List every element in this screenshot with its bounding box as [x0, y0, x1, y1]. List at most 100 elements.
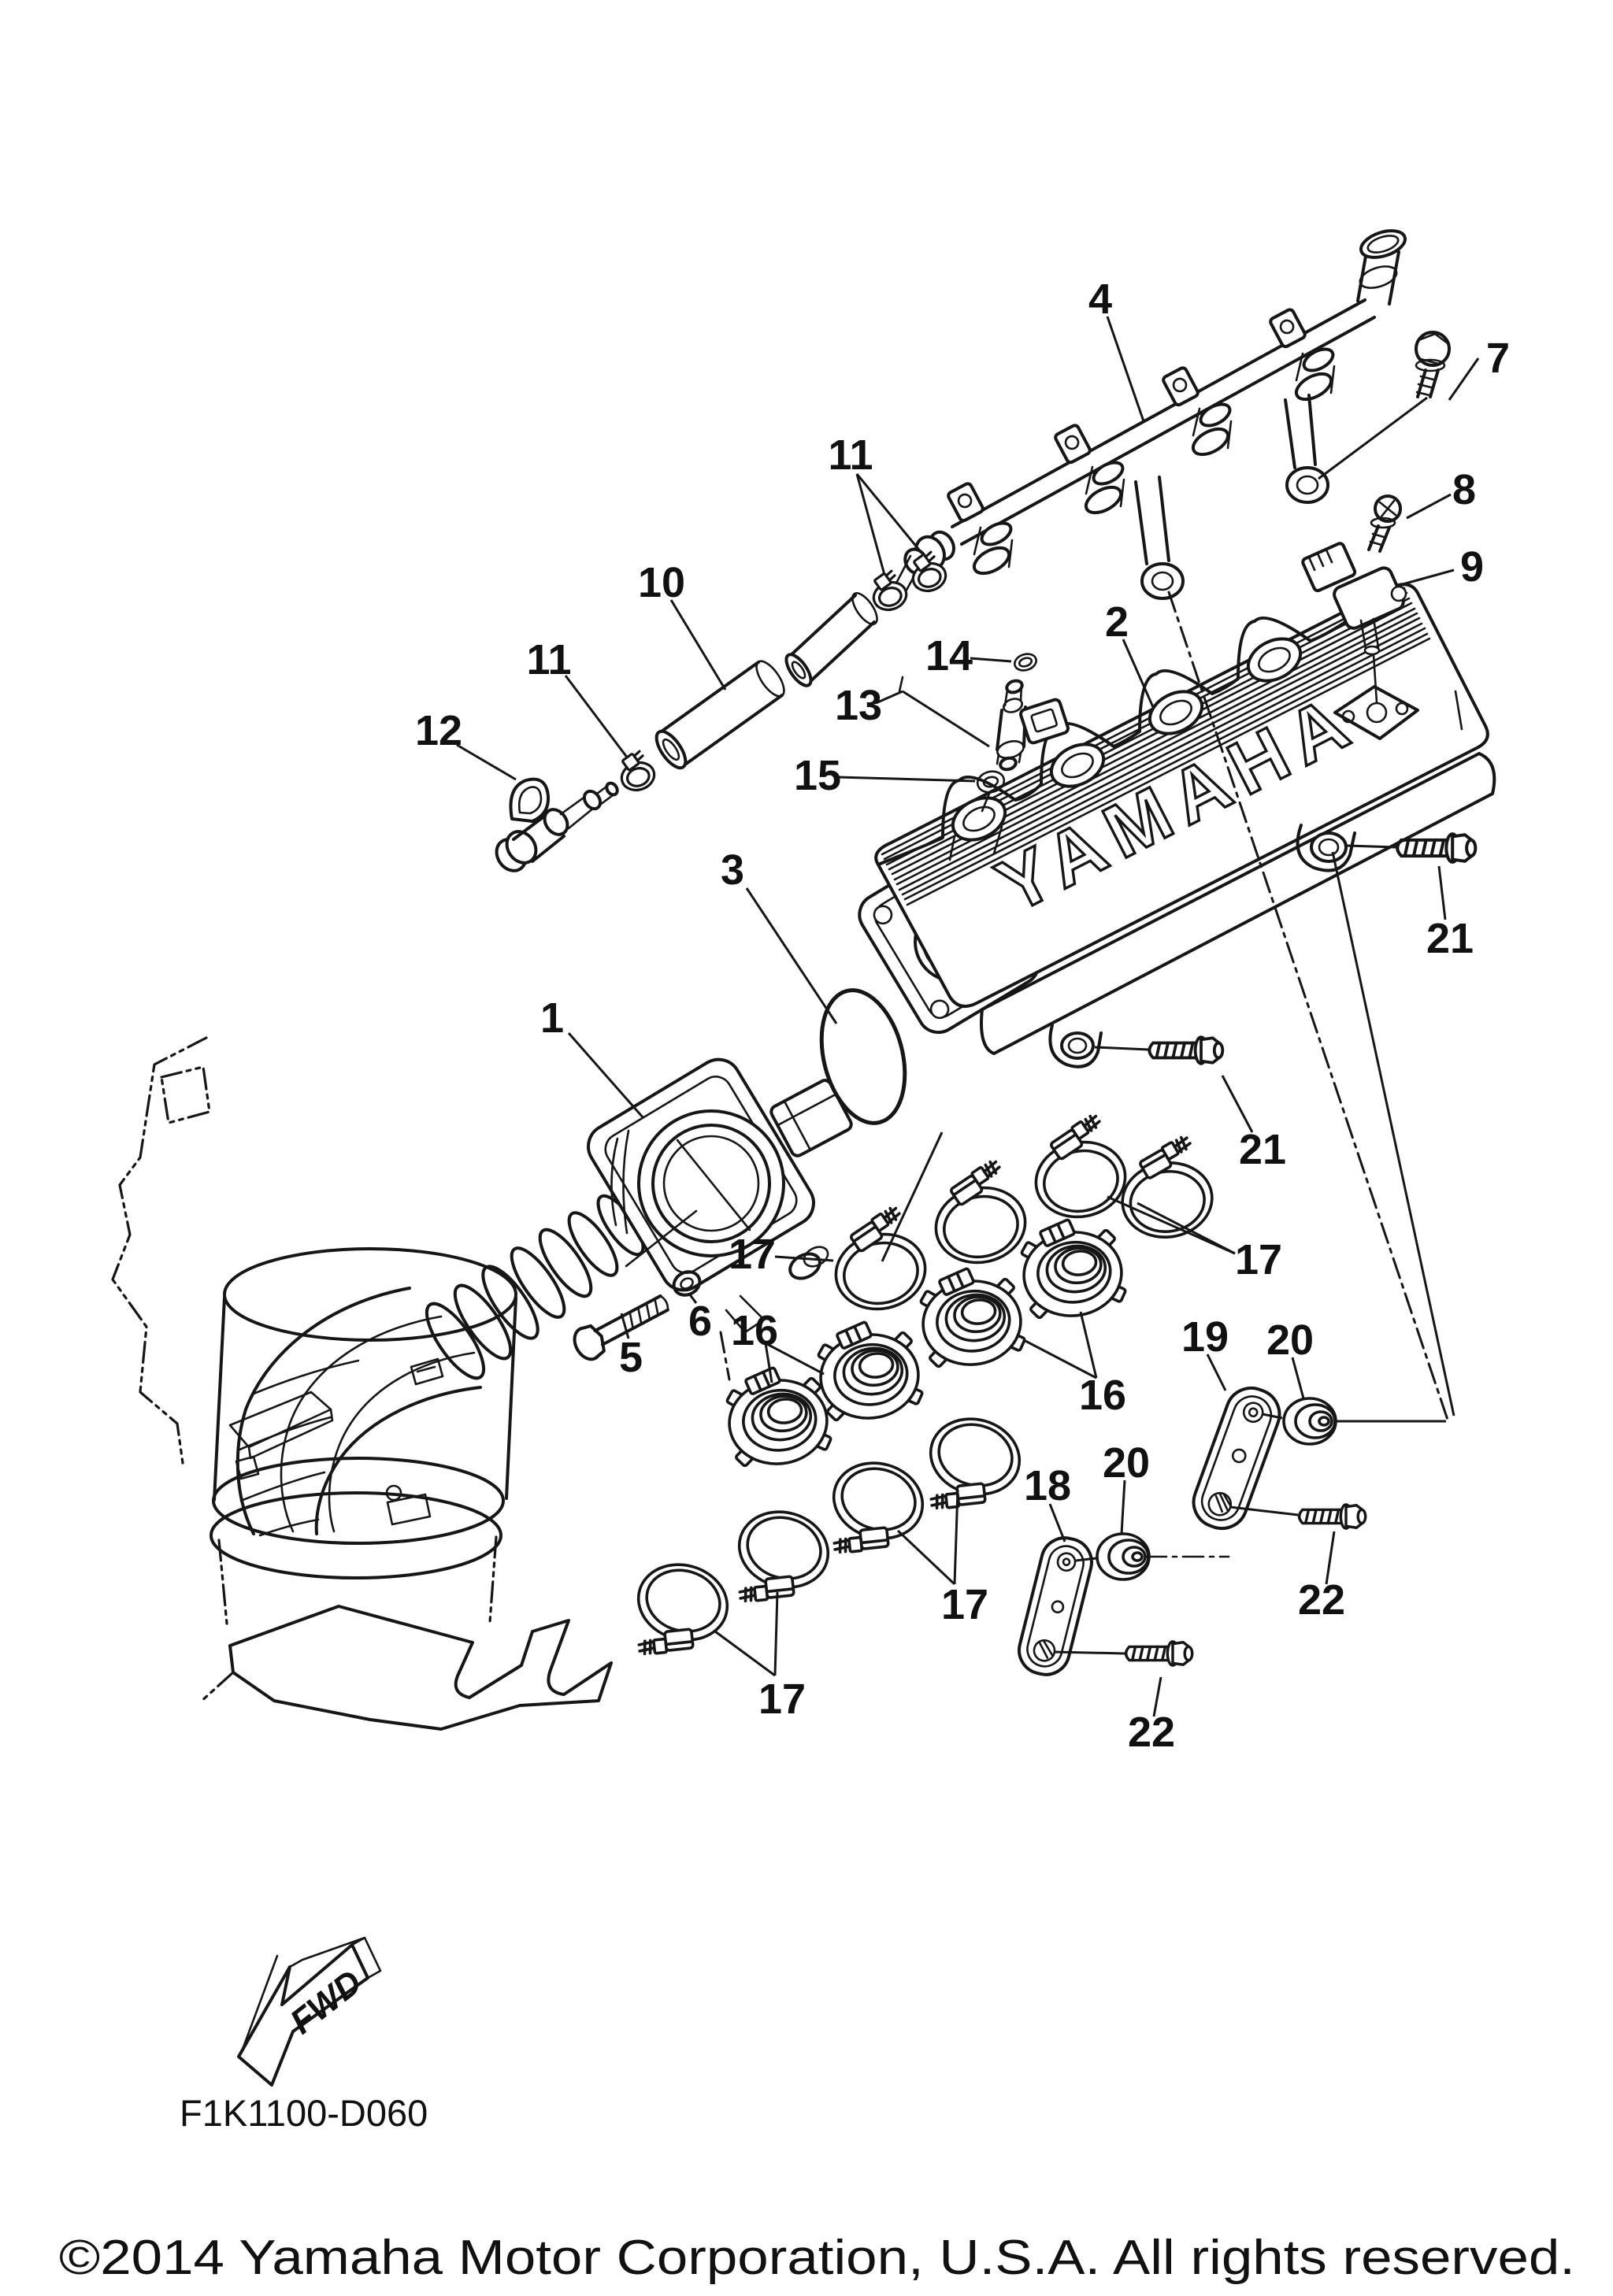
leader-line	[745, 887, 838, 1024]
callout-label: 18	[1024, 1462, 1071, 1509]
callout-18: 18	[1024, 1462, 1071, 1542]
injector-12	[495, 777, 619, 872]
bolt-5	[573, 1294, 669, 1361]
leader-line	[902, 690, 990, 748]
callout-label: 17	[729, 1231, 776, 1278]
callout-label: 8	[1452, 466, 1476, 513]
callout-8: 8	[1406, 466, 1476, 520]
callout-19: 19	[1181, 1313, 1229, 1391]
o-ring-15	[976, 770, 1006, 813]
runner-ports	[877, 591, 1388, 866]
callout-7: 7	[1448, 335, 1510, 401]
sensor-flange	[1333, 685, 1419, 740]
callout-label: 9	[1460, 543, 1484, 591]
leader-line	[688, 1293, 698, 1304]
o-ring-14	[1014, 653, 1037, 672]
callout-6: 6	[688, 1293, 712, 1345]
leader-line	[1152, 1676, 1162, 1717]
leader-line	[669, 599, 727, 691]
leader-line	[837, 776, 976, 783]
callout-22: 22	[1298, 1531, 1345, 1624]
leader-line	[1120, 1479, 1126, 1535]
callout-label: 12	[415, 707, 462, 754]
callout-label: 16	[731, 1307, 778, 1354]
bellows-rings	[425, 1194, 645, 1380]
stay-19	[1192, 1386, 1281, 1531]
callout-16: 16	[1023, 1311, 1126, 1419]
stay-18	[1018, 1536, 1093, 1676]
callout-label: 22	[1298, 1576, 1345, 1624]
callout-label: 7	[1486, 335, 1510, 382]
leader-line	[765, 1342, 825, 1376]
callout-12: 12	[415, 707, 517, 781]
callout-17: 17	[714, 1591, 806, 1723]
leader-line	[1291, 1357, 1305, 1399]
leader-line	[1023, 1339, 1097, 1379]
leader-line	[1107, 1195, 1236, 1255]
callout-11: 11	[526, 636, 629, 759]
air-duct	[235, 1194, 645, 1537]
rail-inlet	[1356, 229, 1407, 306]
copyright-text: ©2014 Yamaha Motor Corporation, U.S.A. A…	[59, 2231, 1575, 2285]
leader-line	[564, 675, 629, 759]
callout-1: 1	[540, 994, 645, 1119]
leader-line	[1406, 493, 1452, 520]
callout-label: 20	[1266, 1316, 1314, 1364]
leader-line	[970, 657, 1012, 663]
callout-label: 13	[835, 682, 882, 729]
callout-17: 17	[729, 1231, 834, 1278]
fwd-marker: FWD	[237, 1936, 382, 2087]
callout-label: 14	[925, 632, 973, 680]
leader-line	[1437, 865, 1447, 920]
callout-3: 3	[721, 846, 838, 1024]
leader-line	[1079, 1311, 1098, 1379]
callout-label: 17	[758, 1676, 806, 1723]
callout-label: 21	[1239, 1126, 1286, 1173]
callout-22: 22	[1128, 1676, 1175, 1756]
callout-label: 10	[638, 559, 685, 606]
bolt-7	[1415, 331, 1451, 398]
leader-line	[774, 1255, 834, 1262]
throttle-body	[587, 1057, 853, 1381]
callout-label: 17	[1235, 1236, 1282, 1283]
callout-15: 15	[794, 752, 976, 799]
callout-21: 21	[1221, 1075, 1286, 1173]
callout-label: 22	[1128, 1709, 1175, 1756]
callout-label: 5	[619, 1334, 643, 1381]
callout-label: 16	[1079, 1372, 1126, 1419]
callout-2: 2	[1105, 598, 1155, 708]
leader-line	[1206, 1354, 1227, 1391]
leader-line	[1325, 1531, 1336, 1585]
intake-joints-16	[721, 1213, 1130, 1471]
fuel-hose-10	[654, 592, 878, 770]
callout-label: 11	[526, 636, 571, 683]
engine-block	[111, 1036, 613, 1731]
leader-line	[1122, 639, 1155, 708]
callout-20: 20	[1103, 1439, 1150, 1535]
callout-label: 19	[1181, 1313, 1229, 1361]
injector-13	[898, 676, 1070, 772]
leader-line	[953, 1489, 959, 1585]
leader-line	[855, 473, 886, 576]
rail-brackets	[1134, 394, 1329, 600]
screw-8	[1367, 494, 1402, 553]
drawing-code-text: F1K1100-D060	[180, 2092, 428, 2134]
fuel-rail	[885, 229, 1407, 608]
leader-line	[1048, 1503, 1066, 1542]
leader-line	[567, 1032, 645, 1119]
callout-17: 17	[896, 1489, 988, 1628]
rail-tabs	[947, 308, 1307, 523]
callout-14: 14	[925, 632, 1012, 680]
callout-label: 11	[828, 431, 873, 479]
callout-label: 17	[941, 1581, 988, 1628]
callout-label: 6	[688, 1298, 712, 1345]
callout-17: 17	[1107, 1195, 1282, 1283]
callout-11: 11	[828, 431, 923, 576]
leader-line	[896, 1529, 956, 1586]
o-ring-3	[819, 988, 907, 1125]
leader-line	[875, 690, 903, 705]
callout-label: 15	[794, 752, 841, 799]
